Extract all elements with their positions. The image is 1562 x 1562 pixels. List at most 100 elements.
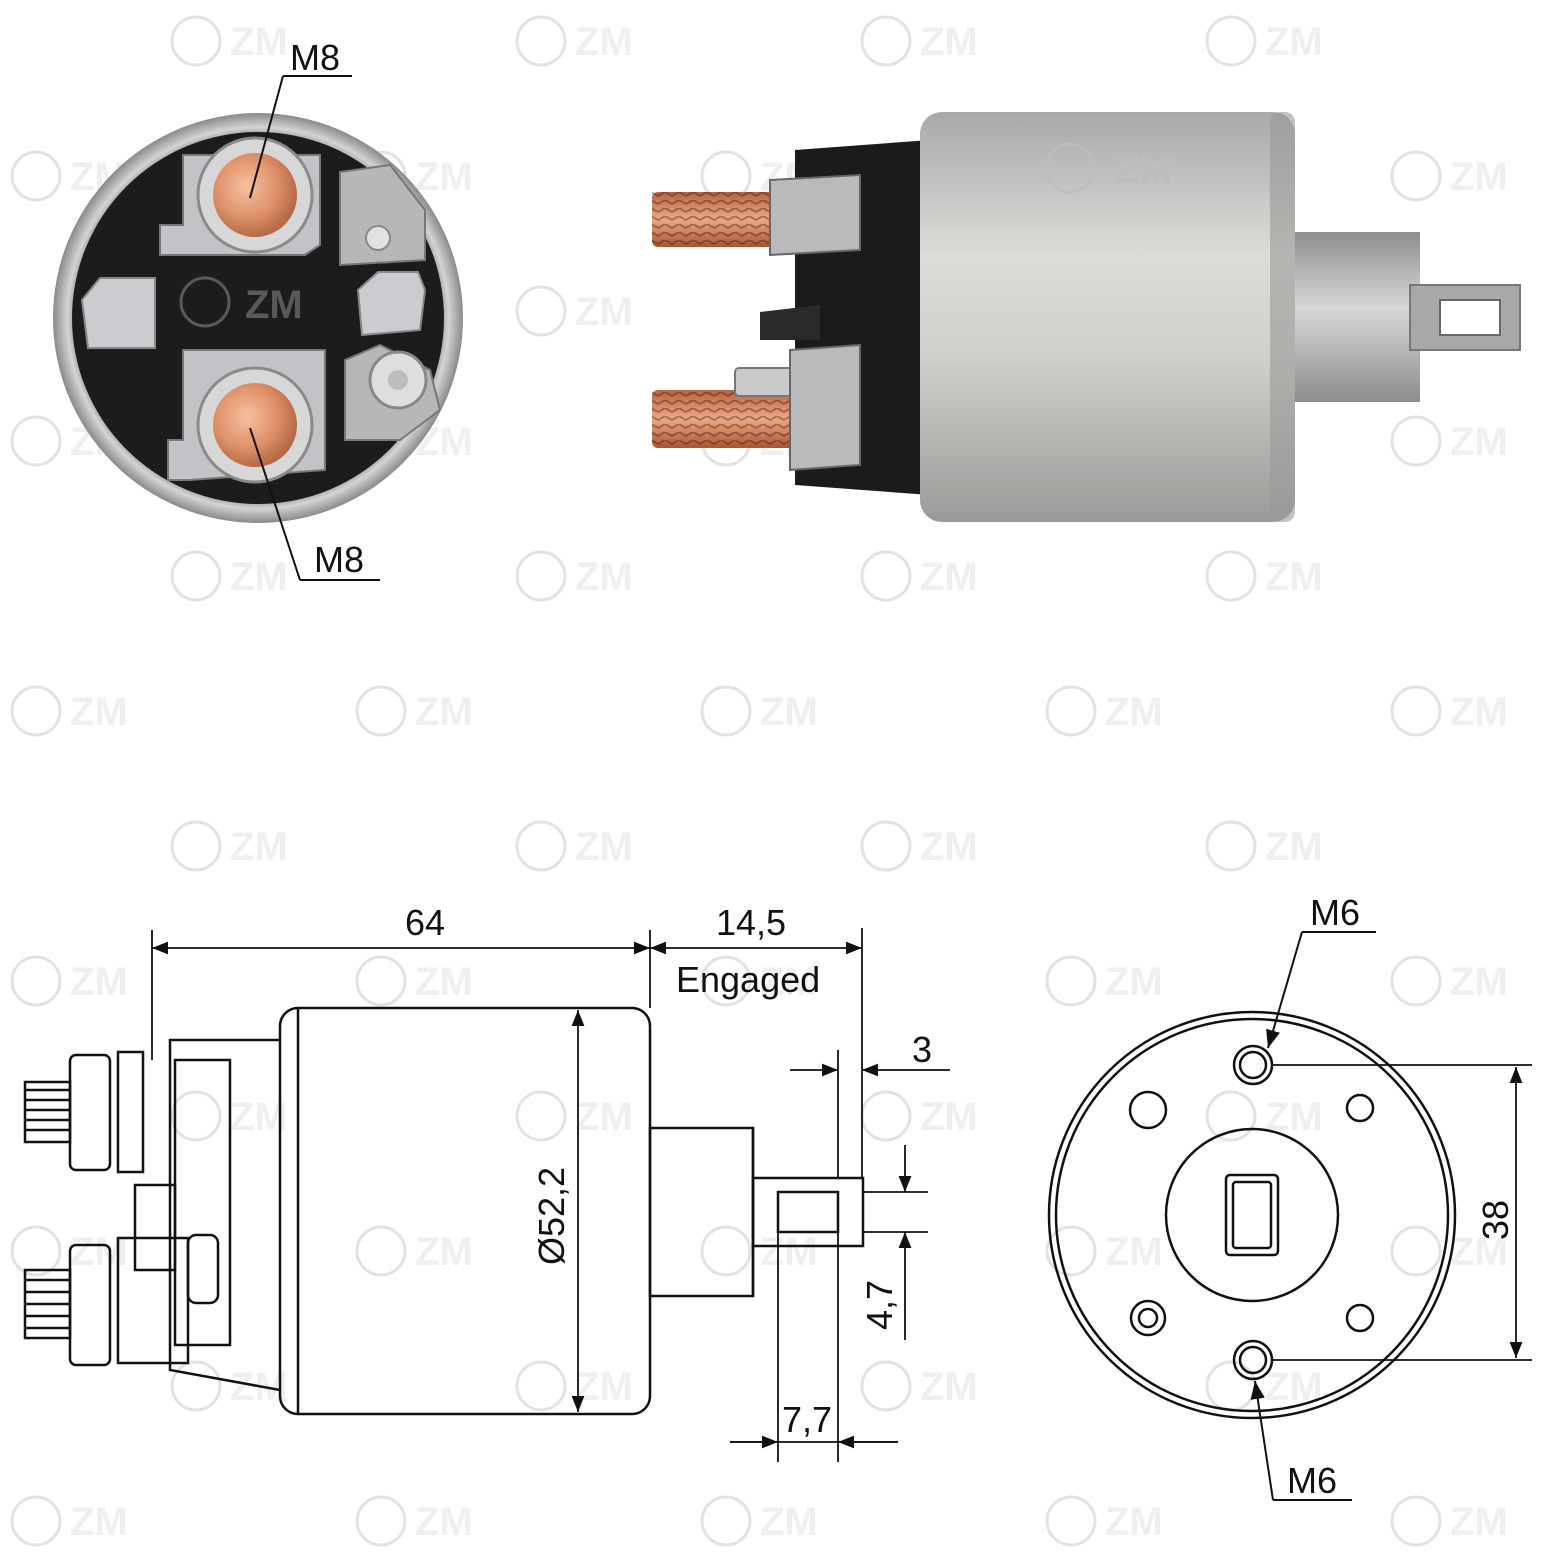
watermark-logo-icon — [1390, 415, 1442, 467]
watermark-logo-icon — [10, 955, 62, 1007]
watermark-logo-icon — [10, 415, 62, 467]
watermark-text: ZM — [575, 1095, 633, 1139]
plunger-travel-dim: 14,5 — [716, 902, 786, 943]
watermark-text: ZM — [1450, 155, 1508, 199]
watermark-logo-icon — [1045, 1225, 1097, 1277]
watermark-logo-icon — [700, 955, 752, 1007]
lower-stud-threads — [652, 390, 802, 448]
end-view-photo: ZM M8 M8 — [53, 37, 463, 581]
top-mount-label: M6 — [1310, 892, 1360, 933]
watermark-logo-icon — [515, 1090, 567, 1142]
watermark-text: ZM — [230, 825, 288, 869]
watermark-text: ZM — [575, 825, 633, 869]
watermark-text: ZM — [230, 1095, 288, 1139]
end-square-slot — [1224, 1173, 1280, 1257]
watermark-logo-icon — [700, 1495, 752, 1547]
lower-terminal-stud — [213, 383, 297, 467]
drawing-upper-nut — [68, 1053, 112, 1172]
left-contact-pad — [80, 277, 156, 349]
watermark-logo-icon — [1045, 955, 1097, 1007]
watermark-logo-icon — [170, 550, 222, 602]
watermark-logo-icon — [1205, 820, 1257, 872]
watermark-text: ZM — [920, 1095, 978, 1139]
watermark-text: ZM — [920, 555, 978, 599]
watermark-text: ZM — [1450, 960, 1508, 1004]
watermark-logo-icon — [1205, 1360, 1257, 1412]
side-bracket — [339, 163, 426, 267]
watermark-logo-icon — [515, 15, 567, 67]
watermark-logo-icon — [1205, 1090, 1257, 1142]
watermark-text: ZM — [415, 155, 473, 199]
lower-m8-leader — [249, 427, 301, 581]
cap-side-lug — [760, 305, 820, 340]
watermark-logo-icon — [1390, 1495, 1442, 1547]
watermark-text: ZM — [1265, 20, 1323, 64]
watermark-text: ZM — [575, 290, 633, 334]
watermark-text: ZM — [1265, 1365, 1323, 1409]
bottom-mount-hole-inner — [1238, 1345, 1268, 1375]
watermark-logo-icon — [1390, 1225, 1442, 1277]
side-view-photo: ZM — [652, 112, 1521, 522]
watermark-text: ZM — [230, 20, 288, 64]
watermark-logo-icon — [355, 955, 407, 1007]
watermark-logo-icon — [170, 820, 222, 872]
upper-bracket — [769, 173, 861, 257]
watermark-logo-icon — [860, 820, 912, 872]
watermark-text: ZM — [415, 1500, 473, 1544]
upper-terminal-label: M8 — [290, 37, 340, 78]
side-view-logo-icon — [1044, 142, 1096, 194]
end-square-slot-inner — [1231, 1180, 1273, 1250]
body-end-shade — [1270, 112, 1295, 522]
watermark-text: ZM — [1450, 1500, 1508, 1544]
drawing-tab — [751, 1176, 865, 1248]
bottom-mount-label: M6 — [1287, 1460, 1337, 1501]
watermark-logo-icon — [355, 1225, 407, 1277]
upper-terminal-stud — [213, 153, 297, 237]
watermark-logo-icon — [170, 15, 222, 67]
drawing-tab-slot — [776, 1190, 840, 1234]
watermark-logo-icon — [10, 1225, 62, 1277]
watermark-logo-icon — [1390, 685, 1442, 737]
end-view-logo-text: ZM — [245, 283, 303, 327]
lower-left-hole-inner — [1137, 1307, 1159, 1329]
mount-spacing-dim: 38 — [1475, 1200, 1516, 1240]
lower-bracket — [789, 343, 861, 472]
watermark-text: ZM — [1105, 960, 1163, 1004]
plunger-tab-slot — [1439, 299, 1501, 336]
top-mount-hole-inner — [1238, 1050, 1268, 1080]
watermark-logo-icon — [10, 150, 62, 202]
drawing-body — [278, 1006, 652, 1416]
watermark-text: ZM — [1105, 1230, 1163, 1274]
drawing-upper-washer — [116, 1050, 145, 1174]
watermark-logo-icon — [700, 685, 752, 737]
watermark-text: ZM — [920, 1365, 978, 1409]
lower-right-hole — [1345, 1303, 1375, 1333]
end-dimension-drawing — [1047, 931, 1532, 1501]
plunger — [1295, 232, 1420, 402]
drawing-cap — [168, 1038, 281, 1392]
watermark-logo-icon — [515, 285, 567, 337]
watermark-logo-icon — [515, 550, 567, 602]
watermark-text: ZM — [760, 1230, 818, 1274]
watermark-text: ZM — [760, 1500, 818, 1544]
drawing-bracket — [133, 1183, 177, 1272]
upper-left-hole — [1128, 1090, 1168, 1130]
plunger-state-label: Engaged — [676, 959, 820, 1000]
watermark-text: ZM — [1450, 420, 1508, 464]
side-dimension-drawing — [23, 928, 950, 1462]
body-length-dim: 64 — [405, 902, 445, 943]
watermark-logo-icon — [1045, 685, 1097, 737]
watermark-logo-icon — [700, 1225, 752, 1277]
watermark-text: ZM — [1105, 1500, 1163, 1544]
lower-terminal-label: M8 — [314, 539, 364, 580]
watermark-logo-icon — [860, 550, 912, 602]
bracket-rivet — [365, 225, 391, 251]
watermark-logo-icon — [170, 1090, 222, 1142]
drawing-small-screw — [186, 1233, 220, 1305]
watermark-logo-icon — [10, 1495, 62, 1547]
watermark-logo-icon — [860, 1090, 912, 1142]
watermark-logo-icon — [1205, 550, 1257, 602]
watermark-logo-icon — [1045, 1495, 1097, 1547]
